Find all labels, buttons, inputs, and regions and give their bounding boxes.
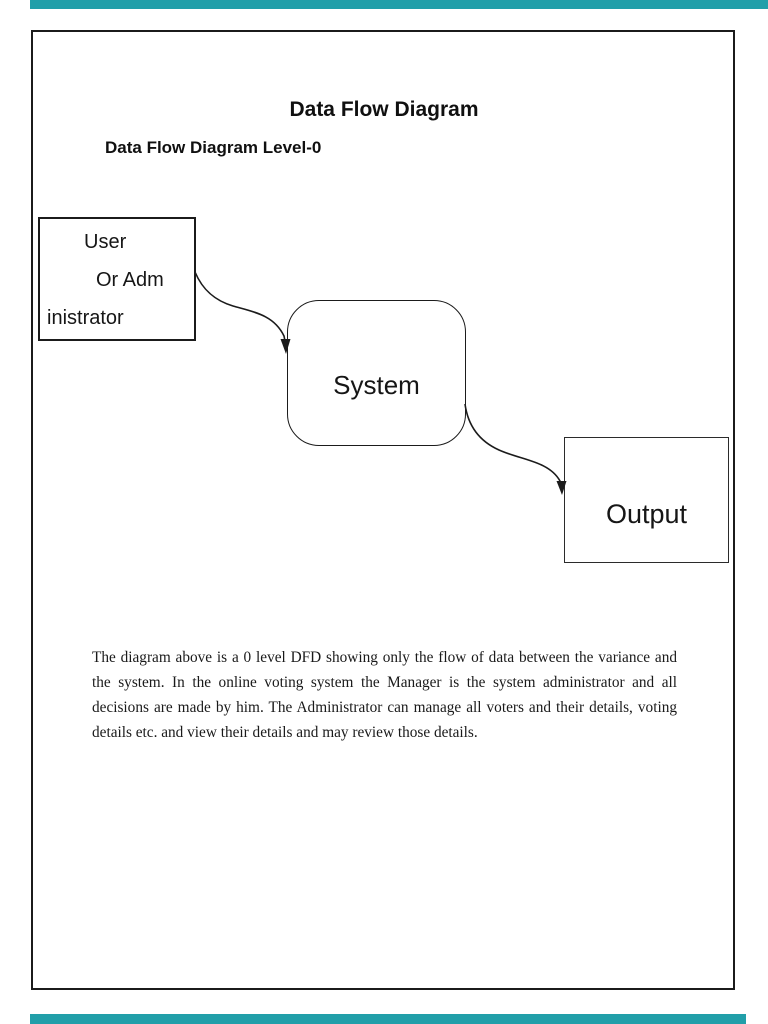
user-box-line: inistrator <box>47 307 124 329</box>
description-paragraph: The diagram above is a 0 level DFD showi… <box>92 649 677 741</box>
output-box-label: Output <box>605 498 688 529</box>
system-box-label: System <box>333 369 420 400</box>
page-gap-bar-top <box>30 0 768 9</box>
page-gap-bar-bottom <box>30 1014 746 1024</box>
document-title: Data Flow Diagram <box>289 98 479 121</box>
user-box-line: Or Adm <box>96 269 164 291</box>
process-box-system: System <box>287 300 466 446</box>
document-subtitle: Data Flow Diagram Level-0 <box>105 138 322 157</box>
entity-box-output: Output <box>564 437 729 563</box>
entity-box-user-or-administrator: User Or Adm inistrator <box>38 217 196 341</box>
user-box-line: User <box>84 231 127 253</box>
